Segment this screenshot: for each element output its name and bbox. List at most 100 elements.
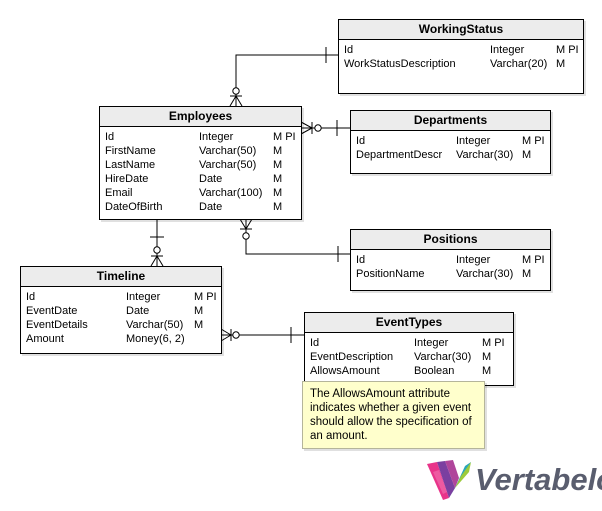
attribute-name: Id xyxy=(356,135,366,147)
attribute-row: Id Integer M PI xyxy=(105,130,297,144)
entity-title: EventTypes xyxy=(305,313,513,333)
attribute-row: Id Integer M PI xyxy=(344,43,579,57)
attribute-type: Varchar(20) xyxy=(490,58,548,70)
attribute-name: LastName xyxy=(105,159,156,171)
attribute-name: DateOfBirth xyxy=(105,201,163,213)
attribute-row: Amount Money(6, 2) xyxy=(26,332,217,346)
rel-positions-employees xyxy=(239,218,350,262)
note-line: The AllowsAmount attribute xyxy=(310,388,450,400)
note-line: indicates whether a given event xyxy=(310,402,472,414)
entity-title: Timeline xyxy=(21,267,221,287)
attribute-flags: M xyxy=(273,145,283,157)
attribute-row: Id Integer M PI xyxy=(356,253,546,267)
note-line: should allow the specification of xyxy=(310,416,472,428)
attribute-row: WorkStatusDescription Varchar(20) M xyxy=(344,57,579,71)
attribute-type: Varchar(50) xyxy=(199,145,257,157)
attribute-type: Varchar(30) xyxy=(456,268,514,280)
attribute-name: EventDetails xyxy=(26,319,88,331)
attribute-list: Id Integer M PI PositionName Varchar(30)… xyxy=(351,250,550,281)
attribute-type: Date xyxy=(199,201,223,213)
attribute-row: AllowsAmount Boolean M xyxy=(310,364,509,378)
attribute-row: Id Integer M PI xyxy=(26,290,217,304)
attribute-flags: M xyxy=(194,305,204,317)
attribute-name: Email xyxy=(105,187,133,199)
rel-eventtypes-timeline xyxy=(220,327,304,343)
attribute-flags: M xyxy=(522,268,532,280)
attribute-type: Boolean xyxy=(414,365,455,377)
attribute-row: Id Integer M PI xyxy=(310,336,509,350)
attribute-type: Integer xyxy=(490,44,525,56)
entity-timeline[interactable]: Timeline Id Integer M PI EventDate Date … xyxy=(20,266,222,354)
attribute-type: Varchar(50) xyxy=(199,159,257,171)
attribute-name: Id xyxy=(344,44,354,56)
entity-departments[interactable]: Departments Id Integer M PI DepartmentDe… xyxy=(350,110,551,174)
logo-text: Vertabelo xyxy=(475,462,602,497)
attribute-list: Id Integer M PI EventDescription Varchar… xyxy=(305,333,513,378)
attribute-name: EventDate xyxy=(26,305,78,317)
attribute-flags: M xyxy=(273,173,283,185)
entity-eventtypes[interactable]: EventTypes Id Integer M PI EventDescript… xyxy=(304,312,514,386)
attribute-name: Id xyxy=(356,254,366,266)
rel-employees-timeline xyxy=(150,219,164,267)
attribute-type: Varchar(100) xyxy=(199,187,263,199)
attribute-name: Id xyxy=(310,337,320,349)
rel-workingstatus-employees xyxy=(229,47,338,107)
attribute-flags: M PI xyxy=(522,254,545,266)
attribute-type: Integer xyxy=(199,131,234,143)
attribute-list: Id Integer M PI DepartmentDescr Varchar(… xyxy=(351,131,550,162)
attribute-row: Email Varchar(100) M xyxy=(105,186,297,200)
attribute-row: DepartmentDescr Varchar(30) M xyxy=(356,148,546,162)
attribute-row: Id Integer M PI xyxy=(356,134,546,148)
attribute-name: Id xyxy=(105,131,115,143)
entity-employees[interactable]: Employees Id Integer M PI FirstName Varc… xyxy=(99,106,302,220)
attribute-row: DateOfBirth Date M xyxy=(105,200,297,214)
attribute-type: Varchar(30) xyxy=(456,149,514,161)
attribute-flags: M PI xyxy=(273,131,296,143)
attribute-name: DepartmentDescr xyxy=(356,149,443,161)
attribute-row: FirstName Varchar(50) M xyxy=(105,144,297,158)
rel-departments-employees xyxy=(300,120,350,136)
attribute-name: WorkStatusDescription xyxy=(344,58,456,70)
vertabelo-logo: Vertabelo xyxy=(425,458,602,504)
attribute-flags: M PI xyxy=(194,291,217,303)
attribute-flags: M xyxy=(273,187,283,199)
attribute-type: Integer xyxy=(126,291,161,303)
note-annotation[interactable]: The AllowsAmount attribute indicates whe… xyxy=(302,381,485,449)
attribute-list: Id Integer M PI EventDate Date M EventDe… xyxy=(21,287,221,346)
attribute-flags: M xyxy=(522,149,532,161)
attribute-row: HireDate Date M xyxy=(105,172,297,186)
entity-positions[interactable]: Positions Id Integer M PI PositionName V… xyxy=(350,229,551,291)
attribute-flags: M xyxy=(194,319,204,331)
note-line: an amount. xyxy=(310,430,368,442)
attribute-name: HireDate xyxy=(105,173,149,185)
attribute-type: Money(6, 2) xyxy=(126,333,185,345)
attribute-flags: M xyxy=(273,201,283,213)
attribute-row: LastName Varchar(50) M xyxy=(105,158,297,172)
attribute-type: Varchar(50) xyxy=(126,319,184,331)
entity-workingstatus[interactable]: WorkingStatus Id Integer M PI WorkStatus… xyxy=(338,19,584,94)
attribute-flags: M xyxy=(482,365,492,377)
entity-title: Employees xyxy=(100,107,301,127)
attribute-name: EventDescription xyxy=(310,351,394,363)
attribute-list: Id Integer M PI WorkStatusDescription Va… xyxy=(339,40,583,71)
attribute-flags: M xyxy=(482,351,492,363)
attribute-flags: M xyxy=(273,159,283,171)
attribute-name: Amount xyxy=(26,333,64,345)
attribute-type: Date xyxy=(199,173,223,185)
attribute-flags: M xyxy=(556,58,566,70)
attribute-flags: M PI xyxy=(522,135,545,147)
entity-title: Departments xyxy=(351,111,550,131)
attribute-list: Id Integer M PI FirstName Varchar(50) M … xyxy=(100,127,301,214)
attribute-row: EventDescription Varchar(30) M xyxy=(310,350,509,364)
attribute-type: Varchar(30) xyxy=(414,351,472,363)
attribute-type: Date xyxy=(126,305,150,317)
attribute-flags: M PI xyxy=(556,44,579,56)
attribute-name: Id xyxy=(26,291,36,303)
entity-title: Positions xyxy=(351,230,550,250)
attribute-name: FirstName xyxy=(105,145,156,157)
attribute-type: Integer xyxy=(414,337,449,349)
attribute-type: Integer xyxy=(456,135,491,147)
attribute-name: AllowsAmount xyxy=(310,365,380,377)
attribute-row: EventDetails Varchar(50) M xyxy=(26,318,217,332)
